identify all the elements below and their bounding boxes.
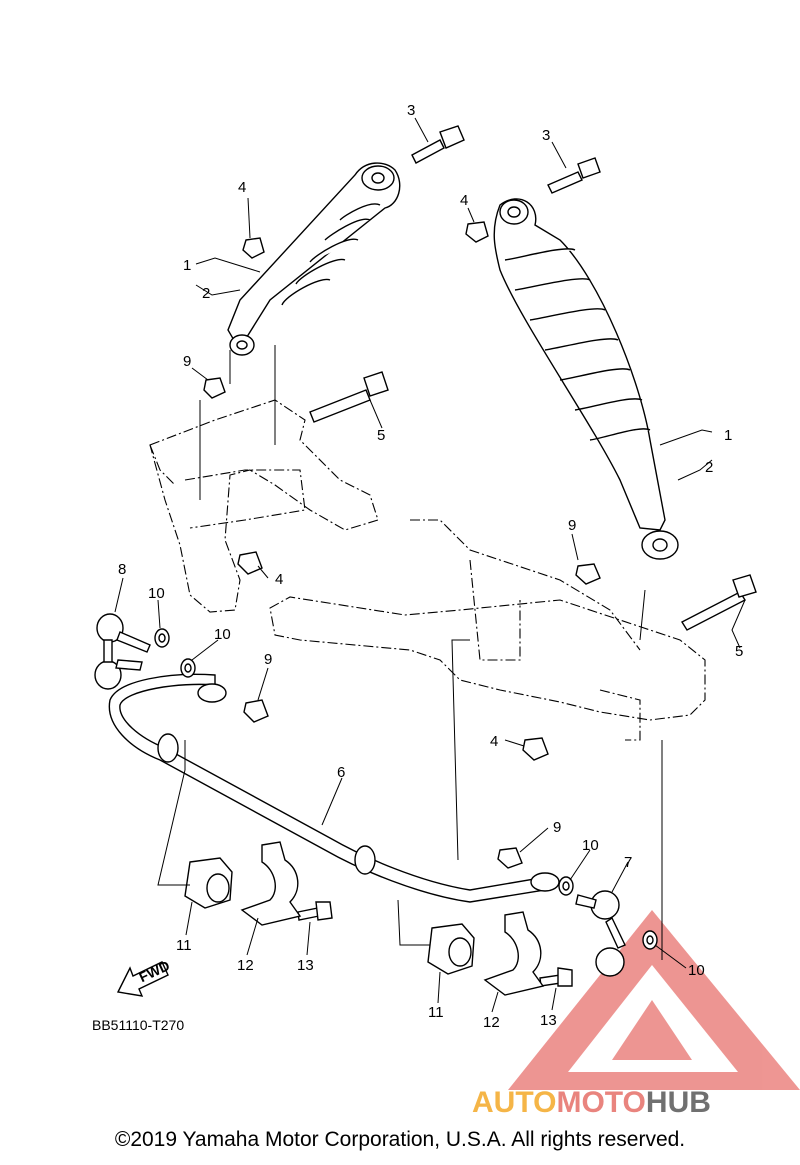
watermark-wordmark: AUTOMOTOHUB	[472, 1086, 711, 1119]
callout-11-left: 11	[176, 937, 192, 954]
nut-4d	[522, 737, 549, 761]
callout-8: 8	[118, 561, 126, 578]
svg-text:AUTOMOTOHUB: AUTOMOTOHUB	[472, 1086, 711, 1119]
copyright-notice: ©2019 Yamaha Motor Corporation, U.S.A. A…	[114, 1128, 686, 1151]
left-shock-absorber	[227, 162, 401, 356]
washer-10c	[558, 876, 574, 896]
nut-4c	[237, 551, 263, 575]
right-shock-spring	[504, 248, 651, 441]
nut-9b	[575, 563, 601, 585]
right-shock-absorber	[493, 198, 679, 560]
watermark-logo	[508, 910, 800, 1090]
stabilizer-link-8	[94, 613, 151, 690]
callout-10-c: 10	[582, 837, 599, 854]
bolt-5-upper	[309, 371, 389, 423]
callout-10-a: 10	[148, 585, 165, 602]
callout-2-left: 2	[202, 285, 210, 302]
callout-4-upper-left: 4	[238, 179, 246, 196]
callout-labels: 3 3 4 4 4 4 1 2 1 2 9 9 9 9 5 5 8 10 10 …	[118, 102, 743, 1031]
bolt-5-lower	[681, 574, 757, 631]
fwd-arrow-icon: FWD	[116, 957, 172, 997]
washer-10d	[642, 930, 658, 950]
callout-1-left: 1	[183, 257, 191, 274]
callout-10-d: 10	[688, 962, 705, 979]
callout-9-left: 9	[264, 651, 272, 668]
bracket-12-right	[483, 911, 545, 996]
callout-3-left: 3	[407, 102, 415, 119]
callout-2-right: 2	[705, 459, 713, 476]
nut-4a	[242, 237, 265, 259]
callout-5-lower: 5	[735, 643, 743, 660]
bracket-12-left	[240, 841, 302, 926]
lower-arm-outline	[269, 519, 706, 741]
callout-9-lower: 9	[553, 819, 561, 836]
washer-10b	[180, 658, 196, 678]
bolt-13-right	[539, 967, 573, 987]
bushing-11-left	[184, 857, 233, 909]
callout-7: 7	[624, 854, 632, 871]
callout-4-mid: 4	[275, 571, 283, 588]
nut-9c	[243, 699, 269, 723]
callout-5-upper: 5	[377, 427, 385, 444]
callout-13-right: 13	[540, 1012, 557, 1029]
callout-6: 6	[337, 764, 345, 781]
callout-4-lower: 4	[490, 733, 498, 750]
bolt-3-right	[547, 157, 601, 194]
callout-12-left: 12	[237, 957, 254, 974]
callout-11-right: 11	[428, 1004, 444, 1021]
diagram-code: BB51110-T270	[92, 1017, 184, 1033]
callout-13-left: 13	[297, 957, 314, 974]
nut-9d	[497, 847, 523, 869]
watermark-hub: HUB	[646, 1086, 711, 1119]
bushing-11-right	[427, 923, 475, 975]
stabilizer-link-7	[575, 890, 626, 977]
nut-4b	[465, 221, 489, 243]
watermark-moto: MOTO	[556, 1086, 645, 1119]
callout-12-right: 12	[483, 1014, 500, 1031]
callout-3-right: 3	[542, 127, 550, 144]
nut-9a	[203, 377, 226, 399]
callout-4-upper-right: 4	[460, 192, 468, 209]
callout-9-upper: 9	[183, 353, 191, 370]
washer-10a	[154, 628, 170, 648]
leader-lines	[114, 117, 746, 1013]
watermark-auto: AUTO	[472, 1086, 556, 1119]
stabilizer-bar	[108, 673, 560, 903]
left-shock-spring	[281, 203, 381, 306]
callout-1-right: 1	[724, 427, 732, 444]
bolt-3-left	[411, 125, 465, 164]
upper-frame-outline	[149, 399, 379, 613]
bolt-13-left	[297, 901, 333, 921]
callout-10-b: 10	[214, 626, 231, 643]
callout-9-mid: 9	[568, 517, 576, 534]
